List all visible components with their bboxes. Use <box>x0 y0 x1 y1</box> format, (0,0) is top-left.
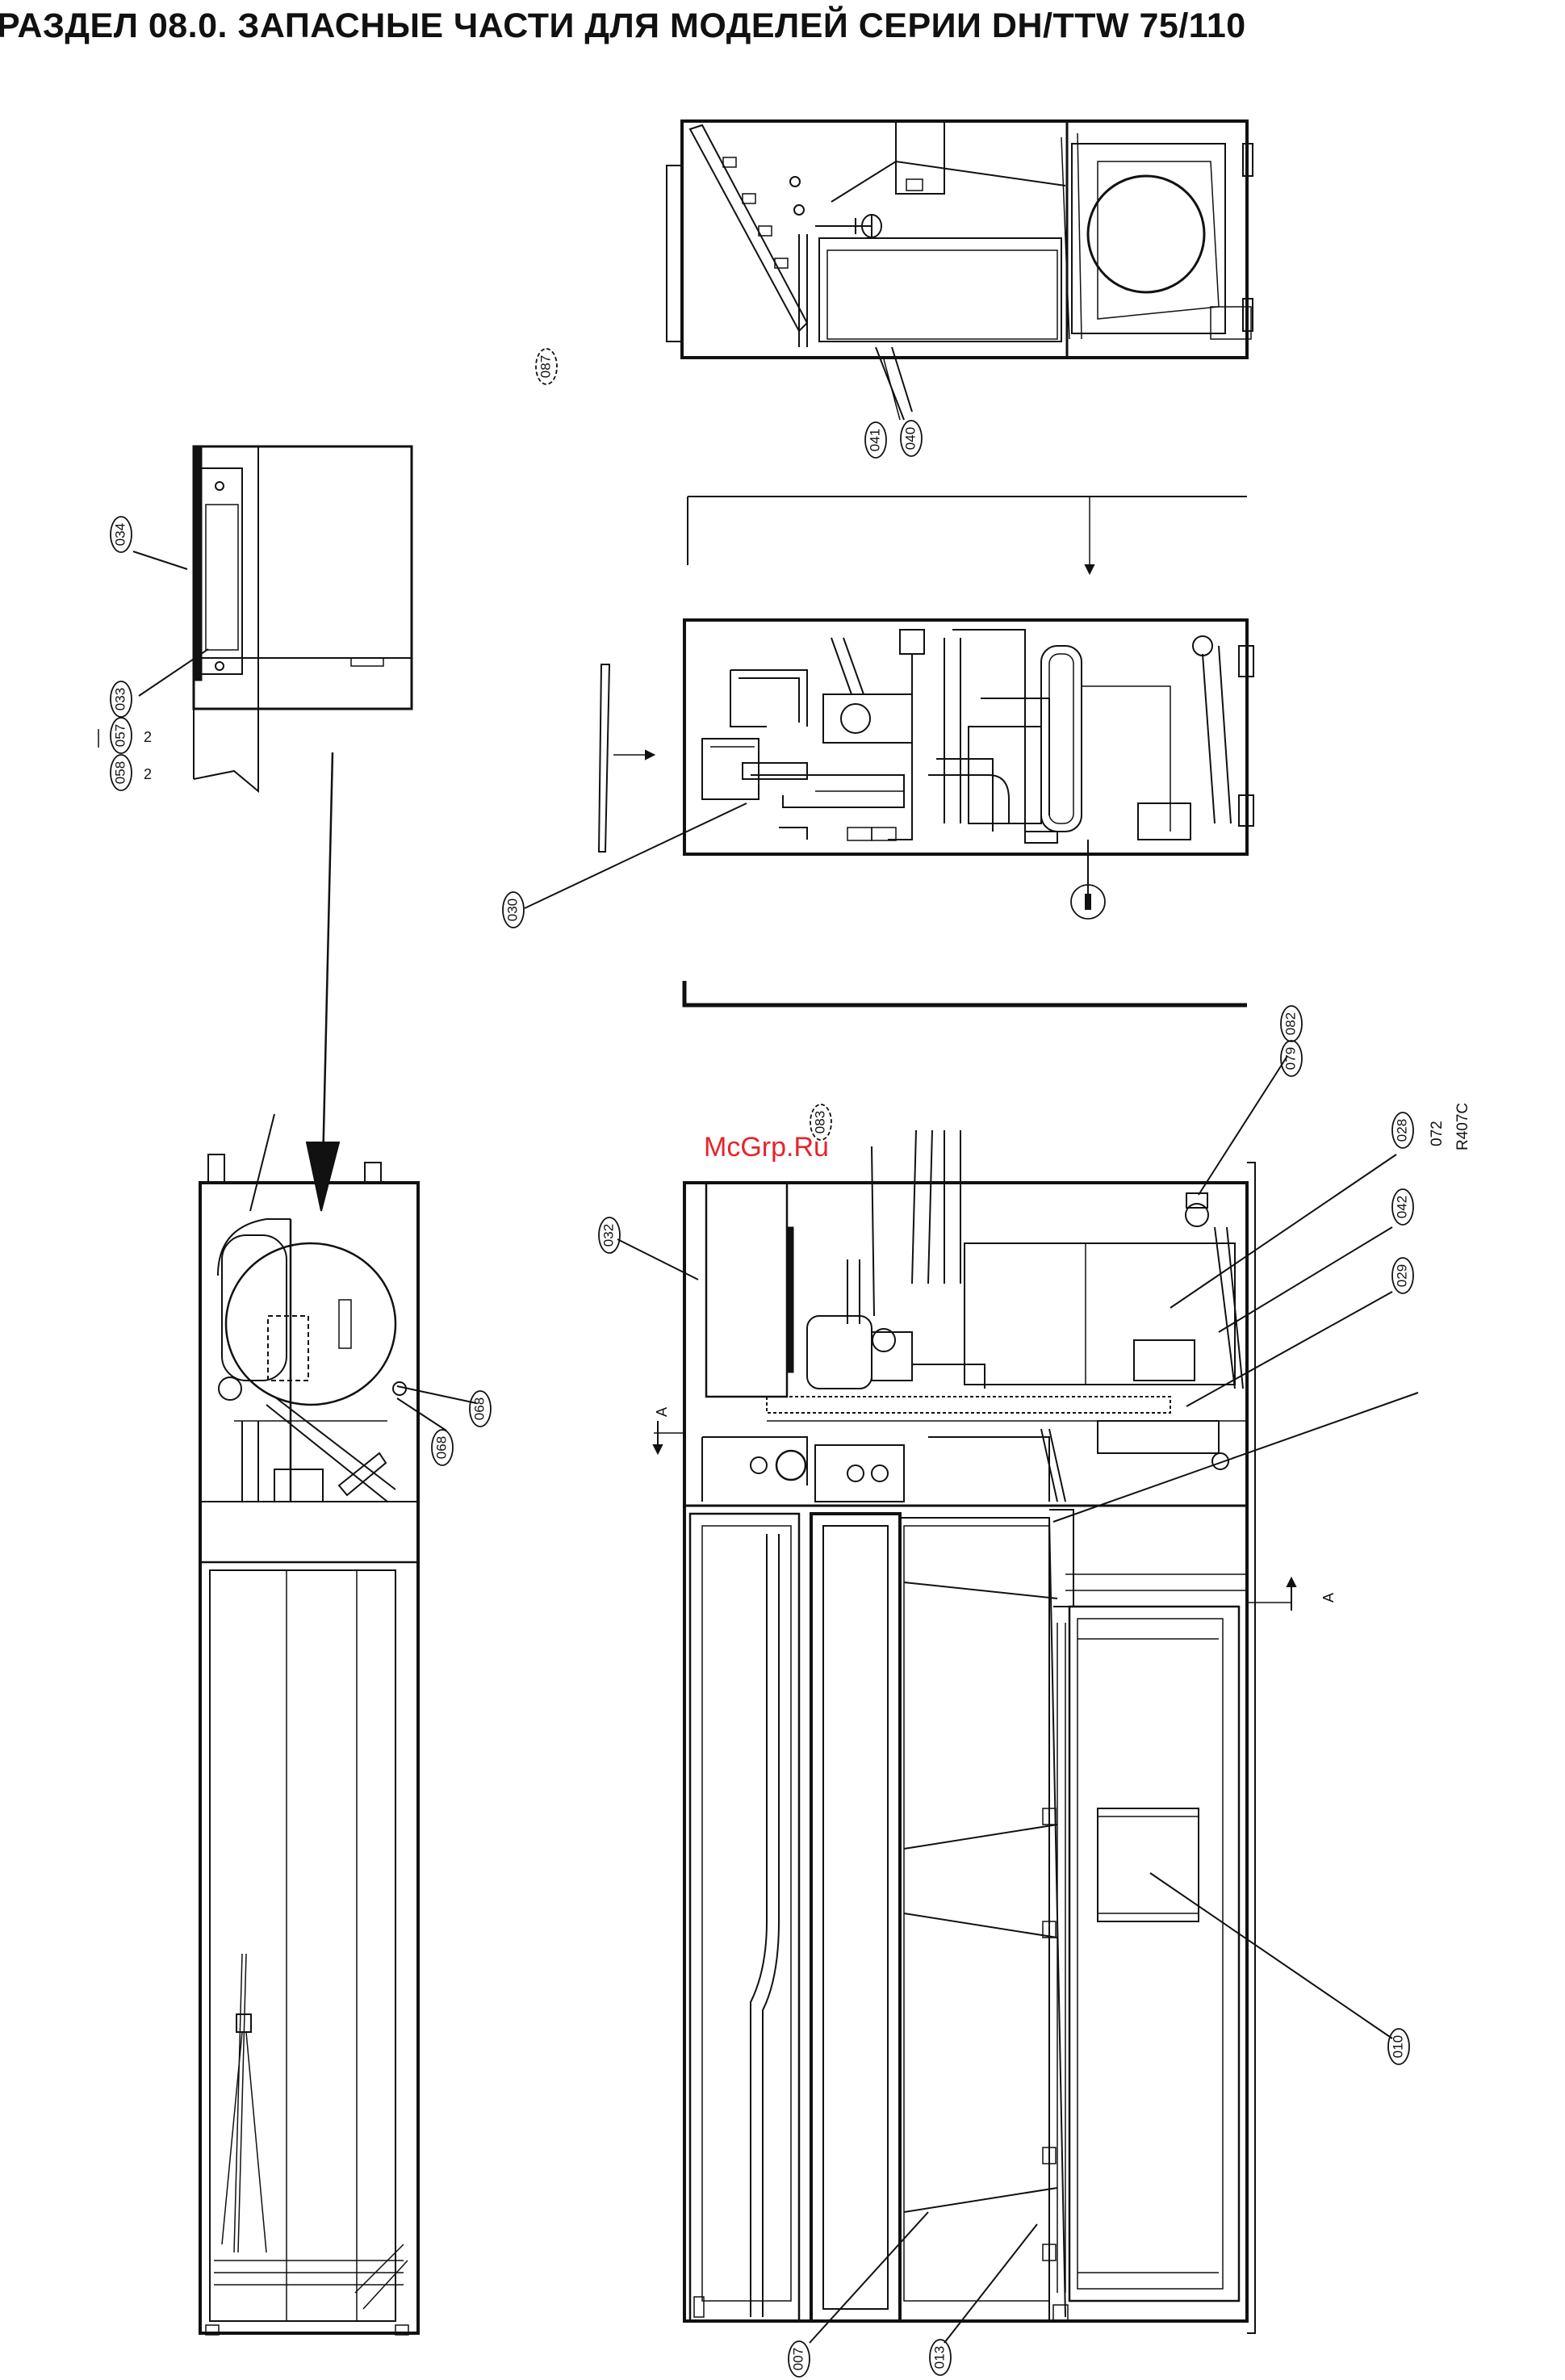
lower-right-main-view <box>654 1130 1295 2333</box>
section-lines <box>684 497 1247 1005</box>
callout-083-label: 083 <box>812 1111 827 1133</box>
refrigerant-label: R407C <box>1454 1103 1471 1150</box>
callout-057-label: 057 <box>112 724 128 747</box>
section-mark-left: A <box>654 1407 670 1417</box>
callout-010: 010 <box>1388 2029 1409 2064</box>
callout-028-label: 028 <box>1394 1119 1409 1142</box>
callout-057: 057 <box>111 718 132 753</box>
callout-079: 079 <box>1281 1041 1302 1076</box>
callout-040: 040 <box>901 421 922 456</box>
callout-087-label: 087 <box>538 355 553 378</box>
arrow-down <box>307 752 339 1211</box>
callout-033: 033 <box>111 681 132 717</box>
callout-007-label: 007 <box>790 2348 806 2370</box>
callout-068-lower: 068 <box>432 1430 453 1465</box>
callout-033-label: 033 <box>112 688 128 710</box>
callout-042: 042 <box>1392 1189 1413 1225</box>
callout-013: 013 <box>930 2340 951 2375</box>
callout-041: 041 <box>865 422 886 458</box>
callout-034: 034 <box>111 517 132 552</box>
watermark: McGrp.Ru <box>704 1132 829 1163</box>
callout-082: 082 <box>1281 1006 1302 1041</box>
callout-029-label: 029 <box>1394 1264 1409 1287</box>
lower-left-view <box>200 1114 418 2335</box>
quantity-058: 2 <box>144 766 152 782</box>
callout-007: 007 <box>789 2341 810 2377</box>
callout-068-upper: 068 <box>470 1391 491 1427</box>
callout-034-label: 034 <box>112 523 128 546</box>
callout-029: 029 <box>1392 1258 1413 1293</box>
callout-079-label: 079 <box>1283 1047 1298 1070</box>
callout-058-label: 058 <box>112 761 128 784</box>
section-mark-right: A <box>1320 1593 1337 1603</box>
quantity-057: 2 <box>144 729 152 745</box>
callout-028: 028 <box>1392 1112 1413 1148</box>
callout-068-lower-label: 068 <box>433 1436 449 1459</box>
callout-032: 032 <box>599 1217 620 1253</box>
middle-plan-view <box>599 620 1253 854</box>
callout-058: 058 <box>111 755 132 790</box>
callout-030-label: 030 <box>504 899 520 921</box>
callout-042-label: 042 <box>1394 1196 1409 1218</box>
callout-030: 030 <box>503 892 524 928</box>
callout-041-label: 041 <box>867 429 882 451</box>
leader-lines <box>133 347 1418 2343</box>
callout-010-label: 010 <box>1390 2035 1405 2058</box>
callout-082-label: 082 <box>1283 1012 1298 1035</box>
left-detail <box>194 446 412 791</box>
callout-032-label: 032 <box>600 1224 616 1247</box>
callout-068-upper-label: 068 <box>471 1397 487 1420</box>
ref-072: 072 <box>1429 1121 1446 1146</box>
top-view <box>667 121 1253 420</box>
callout-040-label: 040 <box>902 427 918 450</box>
callout-013-label: 013 <box>931 2346 947 2369</box>
callout-087: 087 <box>536 349 557 384</box>
